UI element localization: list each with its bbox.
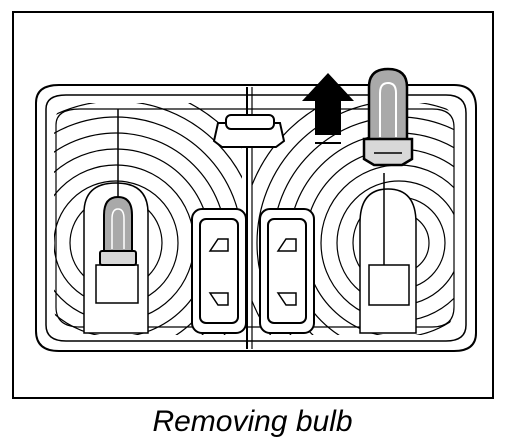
- figure-caption: Removing bulb: [152, 405, 353, 438]
- figure-frame: [12, 11, 494, 399]
- left-lens-button: [191, 208, 247, 334]
- up-arrow-icon: [302, 73, 354, 144]
- center-switch: [212, 114, 286, 148]
- removed-bulb-icon: [362, 67, 414, 167]
- overhead-lamp-diagram: [35, 67, 477, 352]
- right-lens-button: [259, 208, 315, 334]
- right-bulb-socket: [359, 173, 417, 334]
- left-bulb-icon: [99, 195, 137, 266]
